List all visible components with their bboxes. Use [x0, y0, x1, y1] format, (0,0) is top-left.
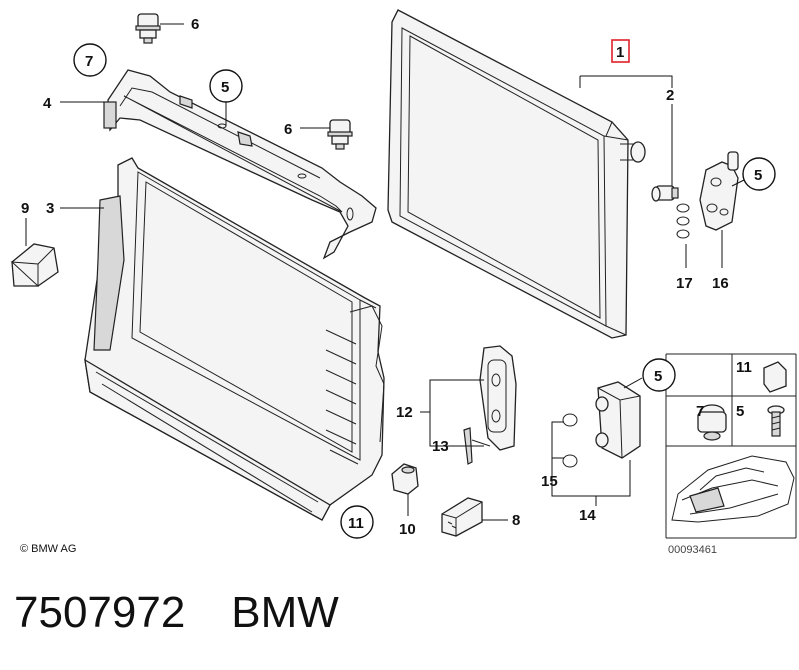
callout-2: 2	[666, 87, 674, 104]
callout-1: 1	[616, 44, 624, 61]
mount-bracket-9	[10, 243, 59, 288]
copyright: © BMW AG	[20, 543, 76, 555]
rubber-buffer-mid	[327, 119, 353, 150]
callout-5-top: 5	[221, 79, 229, 96]
callout-10: 10	[399, 521, 416, 538]
callout-15: 15	[541, 473, 558, 490]
valve-block	[699, 151, 739, 231]
callout-6-top: 6	[191, 16, 199, 33]
radiator	[387, 9, 646, 339]
callout-5-inset: 5	[736, 403, 744, 420]
part-number: 7507972	[14, 588, 186, 637]
callout-12: 12	[396, 404, 413, 421]
rubber-buffer-top	[135, 13, 161, 44]
callout-5-cooler: 5	[654, 368, 662, 385]
o-rings	[676, 203, 690, 239]
callout-circles	[73, 43, 776, 539]
callout-17: 17	[676, 275, 693, 292]
leader-lines	[25, 23, 745, 521]
clip-10	[391, 463, 419, 495]
callout-6-mid: 6	[284, 121, 292, 138]
callout-11-circled: 11	[348, 515, 364, 532]
callout-5-right: 5	[754, 167, 762, 184]
callout-16: 16	[712, 275, 729, 292]
callout-7-inset: 7	[696, 403, 704, 420]
radiator-support-frame	[84, 157, 385, 521]
callout-9: 9	[21, 200, 29, 217]
callout-4: 4	[43, 95, 52, 112]
upper-bracket	[103, 69, 377, 260]
oil-cooler	[595, 381, 641, 459]
brand-name: BMW	[231, 588, 339, 637]
callout-7-circled: 7	[85, 53, 93, 70]
callout-11-inset: 11	[736, 359, 752, 376]
seal-rings-15	[562, 413, 578, 468]
callout-3: 3	[46, 200, 54, 217]
callout-14: 14	[579, 507, 596, 524]
diagram-reference: 00093461	[668, 544, 717, 556]
callout-8: 8	[512, 512, 520, 529]
callout-13: 13	[432, 438, 449, 455]
drain-plug	[651, 185, 679, 202]
inset-panel	[665, 353, 797, 539]
part-caption: 7507972 BMW	[14, 588, 339, 638]
bracket-8	[441, 497, 483, 537]
highlight-box	[611, 39, 630, 63]
